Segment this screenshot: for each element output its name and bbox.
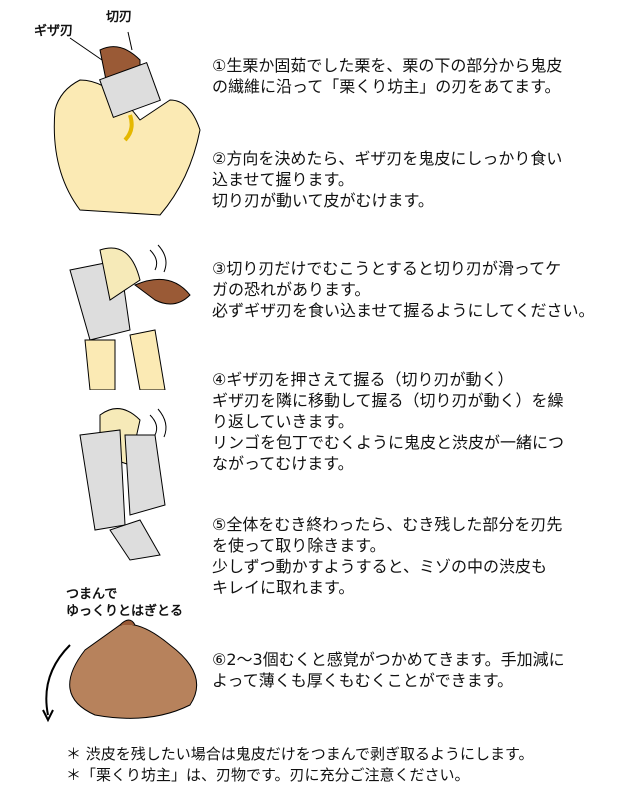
step-line: ガの恐れがあります。 [212, 280, 371, 299]
step-line: ⑤全体をむき終わったら、むき残した部分を刃先 [212, 515, 563, 534]
notes: ＊ 渋皮を残したい場合は鬼皮だけをつまんで剥ぎ取るようにします。 ＊「栗くり坊主… [66, 744, 534, 786]
step-line: リンゴを包丁でむくように鬼皮と渋皮が一緒につ [212, 433, 565, 452]
step-line: ④ギザ刃を押さえて握る（切り刃が動く） [212, 370, 514, 389]
step-5: ⑤全体をむき終わったら、むき残した部分を刃先を使って取り除きます。少しずつ動かす… [212, 514, 562, 598]
step-line: 込ませて握ります。 [212, 170, 354, 189]
peeling-chestnut-illustration [69, 244, 191, 390]
step-line: を使って取り除きます。 [212, 536, 386, 555]
peeler-chestnut-illustration [79, 408, 167, 561]
note-2: ＊「栗くり坊主」は、刃物です。刃に充分ご注意ください。 [66, 766, 470, 784]
step-6: ⑥2～3個むくと感覚がつかめてきます。手加減によって薄くも厚くもむくことができま… [212, 649, 565, 691]
peeled-chestnut-illustration [42, 619, 198, 723]
step-line: キレイに取れます。 [212, 578, 355, 597]
step-line: 必ずギザ刃を食い込ませて握るようにしてください。 [212, 301, 595, 320]
step-line: ③切り刃だけでむこうとすると切り刃が滑ってケ [212, 259, 562, 278]
step-1: ①生栗か固茹でした栗を、栗の下の部分から鬼皮の繊維に沿って「栗くり坊主」の刃をあ… [212, 55, 562, 97]
note-1: ＊ 渋皮を残したい場合は鬼皮だけをつまんで剥ぎ取るようにします。 [66, 745, 534, 763]
step-2: ②方向を決めたら、ギザ刃を鬼皮にしっかり食い込ませて握ります。切り刃が動いて皮が… [212, 148, 562, 211]
step-line: ギザ刃を隣に移動して握る（切り刃が動く）を繰 [212, 391, 564, 410]
pinch-caption-1: つまんで [66, 587, 118, 602]
step-3: ③切り刃だけでむこうとすると切り刃が滑ってケガの恐れがあります。必ずギザ刃を食い… [212, 258, 595, 321]
step-line: ながってむけます。 [212, 454, 354, 473]
step-line: の繊維に沿って「栗くり坊主」の刃をあてます。 [212, 77, 561, 96]
step-line: ⑥2～3個むくと感覚がつかめてきます。手加減に [212, 650, 565, 669]
step-4: ④ギザ刃を押さえて握る（切り刃が動く） ギザ刃を隣に移動して握る（切り刃が動く）を… [212, 369, 564, 474]
step-line: 少しずつ動かすようすると、ミゾの中の渋皮も [212, 557, 548, 576]
serrated-blade-label: ギザ刃 [34, 24, 74, 39]
step-line: り返していきます。 [212, 412, 354, 431]
step-line: 切り刃が動いて皮がむけます。 [212, 191, 434, 210]
step-line: ②方向を決めたら、ギザ刃を鬼皮にしっかり食い [212, 149, 563, 168]
cutting-blade-label: 切刃 [106, 10, 133, 25]
step-line: よって薄くも厚くもむくことができます。 [212, 671, 514, 690]
step-line: ①生栗か固茹でした栗を、栗の下の部分から鬼皮 [212, 56, 563, 75]
hands-peeler-illustration [53, 31, 201, 216]
pinch-caption-2: ゆっくりとはぎとる [66, 604, 184, 619]
